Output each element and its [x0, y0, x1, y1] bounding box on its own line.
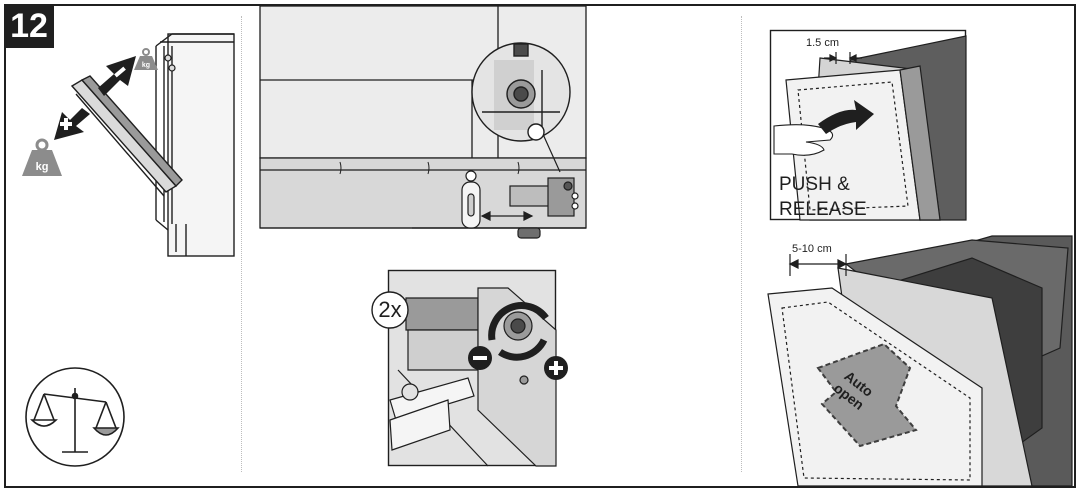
balance-scale-icon	[25, 367, 125, 467]
tilted-door	[70, 75, 183, 197]
rotation-arrows	[488, 302, 549, 361]
hand-icon	[773, 124, 834, 156]
plus-icon	[60, 118, 72, 130]
repeat-count: 2x	[378, 297, 402, 322]
push-arrow	[818, 100, 874, 134]
auto-open-arrow	[816, 342, 918, 448]
minus-icon	[114, 66, 126, 78]
count-badge-ring	[371, 291, 409, 329]
adjustment-inset-view	[371, 269, 568, 467]
panel-divider-1	[241, 16, 242, 472]
push-release-label: PUSH & RELEASE	[779, 172, 867, 222]
svg-text:kg: kg	[142, 62, 150, 69]
adjustment-bracket	[461, 170, 579, 239]
adjustment-main-view	[259, 5, 587, 239]
opening-dimension	[788, 254, 848, 276]
step-number-badge: 12	[4, 4, 54, 48]
magnifier-callout	[471, 42, 571, 173]
plus-icon	[544, 356, 568, 380]
opening-dimension-label: 5-10 cm	[792, 243, 832, 255]
push-release-line1: PUSH &	[779, 174, 850, 195]
gap-dimension-label: 1.5 cm	[806, 37, 840, 49]
gap-dimension	[824, 52, 862, 64]
push-release-illustration	[769, 29, 967, 221]
cabinet-side	[155, 33, 235, 257]
push-release-line2: RELEASE	[779, 199, 867, 220]
panel-divider-2	[741, 16, 742, 472]
minus-icon	[468, 346, 492, 370]
weight-minus-icon: kg	[134, 48, 158, 70]
svg-text:kg: kg	[36, 161, 49, 173]
door-tilt-illustration: kg kg	[22, 33, 235, 467]
weight-plus-icon: kg	[22, 138, 62, 176]
auto-open-illustration	[767, 235, 1073, 487]
